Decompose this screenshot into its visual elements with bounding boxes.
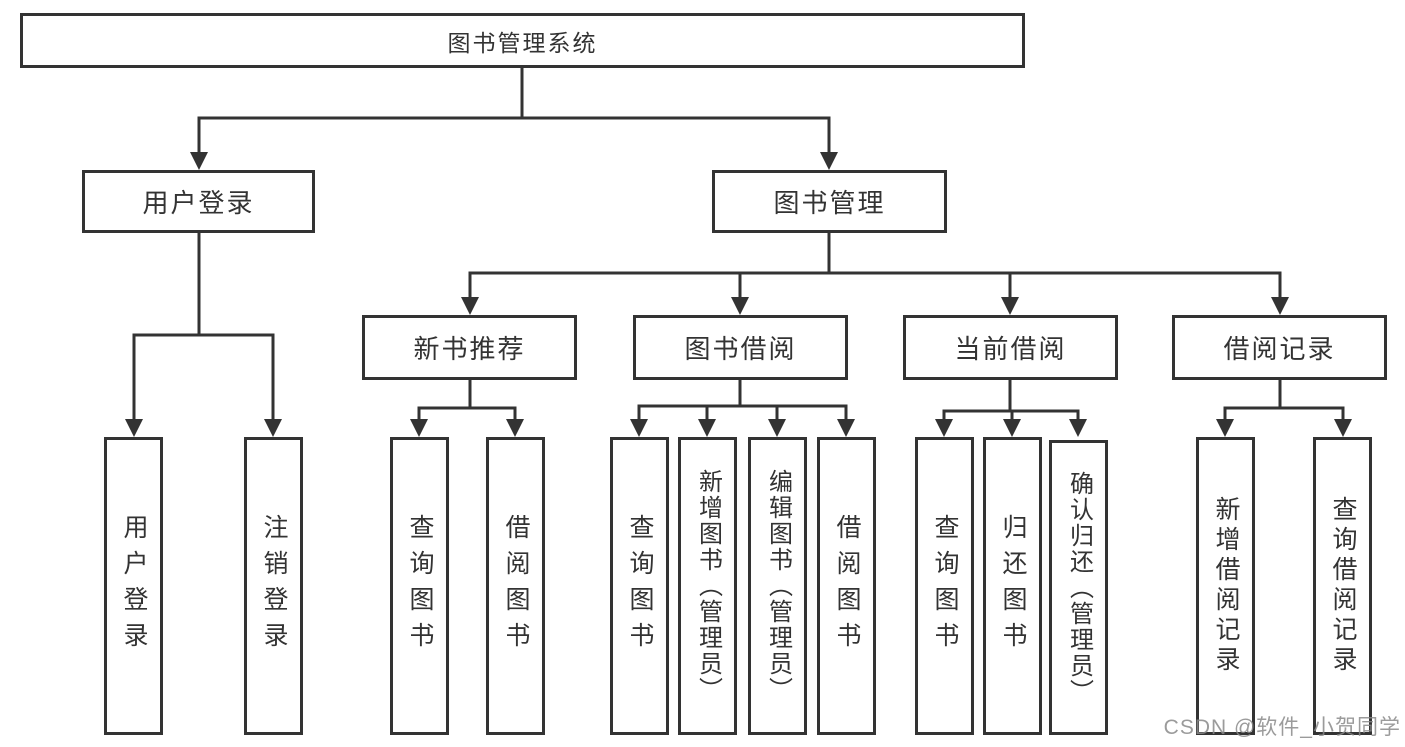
node-label: 查询图书 bbox=[931, 514, 959, 658]
connector-book-mgmt-children bbox=[468, 233, 1282, 298]
connector-borrow-records-children bbox=[1223, 380, 1345, 420]
arrow-down-icon bbox=[264, 419, 282, 437]
arrow-down-icon bbox=[506, 419, 524, 437]
leaf-user-login: 用户登录 bbox=[104, 437, 163, 735]
node-label: 新增借阅记录 bbox=[1212, 496, 1240, 676]
leaf-query-books-recommend: 查询图书 bbox=[390, 437, 449, 735]
node-label: 编辑图书（管理员） bbox=[764, 469, 792, 703]
node-user-login: 用户登录 bbox=[82, 170, 315, 233]
arrow-down-icon bbox=[1271, 297, 1289, 315]
arrow-down-icon bbox=[125, 419, 143, 437]
node-label: 确认归还（管理员） bbox=[1065, 470, 1093, 705]
arrow-down-icon bbox=[698, 419, 716, 437]
arrow-down-icon bbox=[410, 419, 428, 437]
arrow-down-icon bbox=[1216, 419, 1234, 437]
leaf-query-books-current: 查询图书 bbox=[915, 437, 974, 735]
leaf-add-borrow-record: 新增借阅记录 bbox=[1196, 437, 1255, 735]
node-book-borrow: 图书借阅 bbox=[633, 315, 848, 380]
arrow-down-icon bbox=[820, 152, 838, 170]
connector-root-to-level2 bbox=[197, 68, 831, 153]
arrow-down-icon bbox=[1069, 419, 1087, 437]
node-label: 查询借阅记录 bbox=[1329, 496, 1357, 676]
arrow-down-icon bbox=[461, 297, 479, 315]
arrow-down-icon bbox=[1001, 297, 1019, 315]
leaf-confirm-return-admin: 确认归还（管理员） bbox=[1049, 440, 1108, 735]
csdn-watermark: CSDN @软件_小贺同学 bbox=[1163, 716, 1401, 739]
arrow-down-icon bbox=[1334, 419, 1352, 437]
node-label: 图书管理 bbox=[773, 188, 886, 218]
node-book-management: 图书管理 bbox=[712, 170, 947, 233]
connector-user-login-children bbox=[132, 233, 275, 420]
node-label: 查询图书 bbox=[626, 514, 654, 658]
arrow-down-icon bbox=[768, 419, 786, 437]
node-current-borrow: 当前借阅 bbox=[903, 315, 1118, 380]
leaf-add-book-admin: 新增图书（管理员） bbox=[678, 437, 737, 735]
arrow-down-icon bbox=[837, 419, 855, 437]
connector-current-borrow-children bbox=[942, 380, 1080, 420]
node-label: 图书管理系统 bbox=[447, 29, 598, 56]
arrow-down-icon bbox=[935, 419, 953, 437]
node-borrow-records: 借阅记录 bbox=[1172, 315, 1387, 380]
node-label: 借阅图书 bbox=[502, 514, 530, 658]
node-label: 新增图书（管理员） bbox=[694, 469, 722, 703]
node-label: 归还图书 bbox=[999, 514, 1027, 658]
arrow-down-icon bbox=[630, 419, 648, 437]
node-new-book-recommend: 新书推荐 bbox=[362, 315, 577, 380]
leaf-return-books: 归还图书 bbox=[983, 437, 1042, 735]
leaf-query-borrow-record: 查询借阅记录 bbox=[1313, 437, 1372, 735]
node-root: 图书管理系统 bbox=[20, 13, 1025, 68]
leaf-edit-book-admin: 编辑图书（管理员） bbox=[748, 437, 807, 735]
arrow-down-icon bbox=[731, 297, 749, 315]
node-label: 当前借阅 bbox=[954, 334, 1067, 364]
node-label: 用户登录 bbox=[142, 188, 255, 218]
leaf-borrow-books: 借阅图书 bbox=[817, 437, 876, 735]
leaf-query-books-borrow: 查询图书 bbox=[610, 437, 669, 735]
arrow-down-icon bbox=[190, 152, 208, 170]
node-label: 用户登录 bbox=[120, 514, 148, 658]
arrow-down-icon bbox=[1003, 419, 1021, 437]
node-label: 注销登录 bbox=[260, 514, 288, 658]
node-label: 新书推荐 bbox=[413, 334, 526, 364]
leaf-logout: 注销登录 bbox=[244, 437, 303, 735]
node-label: 查询图书 bbox=[406, 514, 434, 658]
node-label: 图书借阅 bbox=[684, 334, 797, 364]
connector-new-books-children bbox=[417, 380, 517, 420]
connector-book-borrow-children bbox=[637, 380, 848, 420]
leaf-borrow-books-recommend: 借阅图书 bbox=[486, 437, 545, 735]
node-label: 借阅图书 bbox=[833, 514, 861, 658]
node-label: 借阅记录 bbox=[1223, 334, 1336, 364]
